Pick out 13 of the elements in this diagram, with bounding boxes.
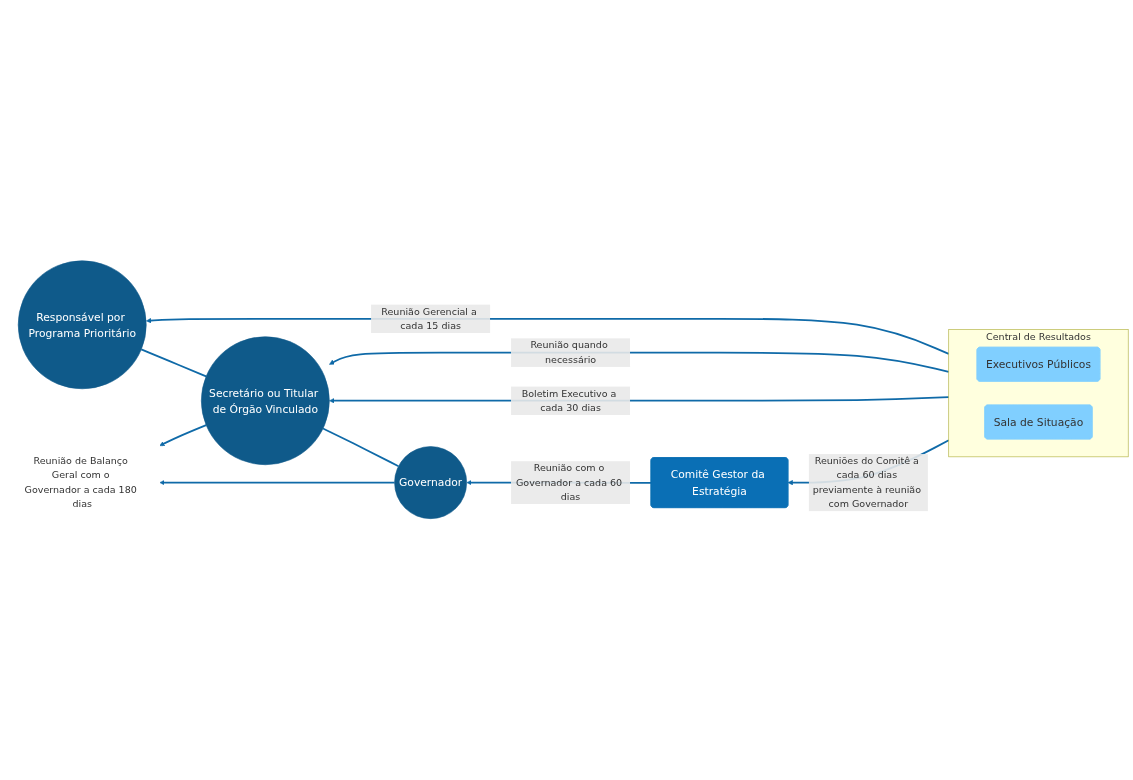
edge-label: Reunião Gerencial a cada 15 dias — [381, 305, 477, 331]
edge-label: Boletim Executivo a cada 30 dias — [521, 387, 617, 413]
edge-label: Reunião quando necessário — [530, 339, 608, 365]
connector — [322, 427, 400, 467]
node-circle: Responsável por Programa Prioritário — [17, 260, 147, 389]
node-text: Reunião de Balanço Geral com o Governador a cada 180 dias — [24, 454, 137, 509]
arrow — [159, 423, 208, 446]
node-circle: Secretário ou Titular de Órgão Vinculado — [201, 335, 330, 465]
node-circle: Governador — [394, 445, 467, 519]
edge-label: Reuniões do Comitê a cada 60 dias previamente à reunião com Governador — [812, 454, 922, 509]
connector — [140, 348, 208, 377]
edge-label: Reunião com o Governador a cada 60 dias — [515, 461, 623, 502]
arrow — [159, 479, 396, 485]
